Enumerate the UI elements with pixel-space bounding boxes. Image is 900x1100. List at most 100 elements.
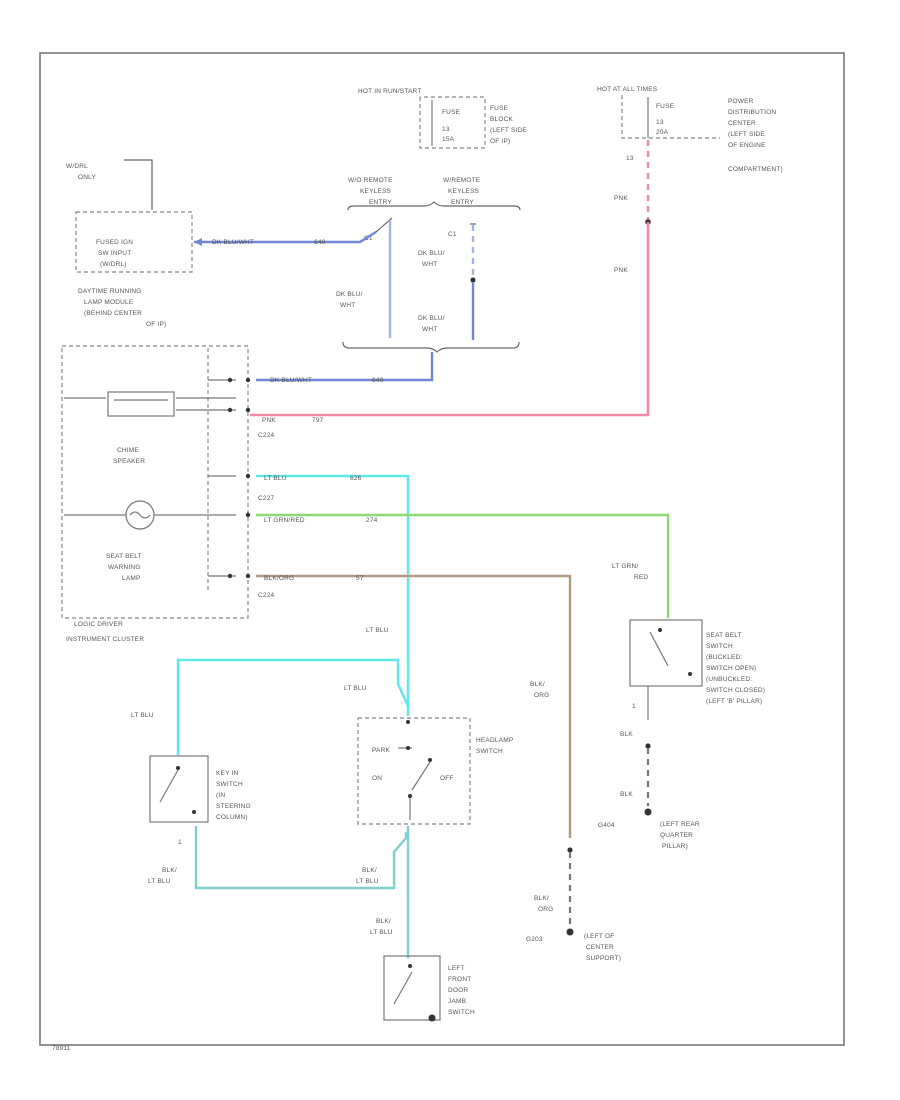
diagram-label: C227 [258, 495, 275, 502]
diagram-label: SUPPORT) [586, 955, 621, 962]
pink-wire: PNK PNK [250, 140, 651, 417]
seat-belt-switch: SEAT BELT SWITCH (BUCKLED: SWITCH OPEN) … [598, 619, 765, 850]
remote-keyless-options: W/O REMOTE KEYLESS ENTRY W/REMOTE KEYLES… [336, 177, 521, 353]
lt-blu-626-wire: LT BLU 626 C227 LT BLU LT BLU LT BLU [131, 474, 410, 755]
diagram-label: LT BLU [344, 685, 367, 692]
diagram-label: 15A [442, 136, 455, 143]
diagram-label: LEFT [448, 965, 465, 972]
diagram-label: W/REMOTE [443, 177, 481, 184]
diagram-label: QUARTER [660, 832, 693, 839]
diagram-label: OF IP) [490, 138, 510, 145]
diagram-label: BLOCK [490, 116, 514, 123]
diagram-label: 13 [656, 119, 664, 126]
diagram-label: ON [372, 775, 382, 782]
lt-grn-red-274-wire: LT GRN/RED 274 LT GRN/ RED [256, 513, 670, 618]
diagram-label: LT BLU [356, 878, 379, 885]
diagram-label: LT BLU [131, 712, 154, 719]
diagram-label: BLK [620, 791, 633, 798]
diagram-label: PILLAR) [662, 843, 688, 850]
diagram-label: LAMP MODULE [84, 299, 134, 306]
diagram-label: WHT [340, 302, 355, 309]
diagram-label: LT GRN/ [612, 563, 638, 570]
blk-org-57-wire: BLK/ORG 57 C224 BLK/ ORG BLK/ ORG G203 (… [256, 574, 621, 962]
diagram-label: INSTRUMENT CLUSTER [66, 636, 144, 643]
diagram-label: ORG [534, 692, 549, 699]
headlamp-switch: HEADLAMP SWITCH PARK ON OFF [357, 717, 513, 825]
diagram-label: (W/DRL) [100, 261, 127, 268]
blk-lt-blu-wire: BLK/ LT BLU BLK/ LT BLU BLK/ LT BLU [148, 826, 410, 958]
diagram-label: BLK/ [162, 867, 177, 874]
diagram-frame [39, 52, 845, 1046]
diagram-label: BLK/ [530, 681, 545, 688]
diagram-label: SPEAKER [113, 458, 145, 465]
instrument-cluster: CHIME SPEAKER SEAT BELT WARNING LAMP LOG… [61, 345, 251, 643]
diagram-label: KEYLESS [448, 188, 479, 195]
power-distribution-center: HOT AT ALL TIMES FUSE 13 20A POWER DISTR… [597, 86, 783, 173]
diagram-label: SWITCH OPEN) [706, 665, 756, 672]
diagram-label: PNK [614, 267, 628, 274]
diagram-label: HOT AT ALL TIMES [597, 86, 658, 93]
diagram-label: SEAT BELT [106, 553, 142, 560]
diagram-label: CENTER [586, 944, 614, 951]
dkblu-wht-module-wire: DK BLU/WHT 640 [256, 352, 434, 384]
diagram-label: PNK [614, 195, 628, 202]
diagram-label: (LEFT OF [584, 933, 614, 940]
diagram-label: DK BLU/ [336, 291, 363, 298]
diagram-label: BLK [620, 731, 633, 738]
diagram-label: POWER [728, 98, 754, 105]
diagram-label: (IN [216, 792, 225, 799]
dkblu-wht-right-branch [470, 223, 476, 340]
diagram-label: (LEFT 'B' PILLAR) [706, 698, 762, 705]
diagram-label: SWITCH CLOSED) [706, 687, 765, 694]
dkblu-wht-top-wire: DK BLU/WHT 640 [194, 217, 393, 338]
diagram-label: SWITCH [476, 748, 503, 755]
diagram-label: LAMP [122, 575, 141, 582]
diagram-label: 626 [350, 475, 362, 482]
diagram-label: KEY IN [216, 770, 239, 777]
diagram-label: DAYTIME RUNNING [78, 288, 142, 295]
diagram-label: HEADLAMP [476, 737, 513, 744]
diagram-label: DISTRIBUTION [728, 109, 776, 116]
diagram-label: SEAT BELT [706, 632, 742, 639]
diagram-label: (UNBUCKLED: [706, 676, 752, 683]
diagram-label: CENTER [728, 120, 756, 127]
diagram-label: 274 [366, 517, 378, 524]
diagram-label: LT BLU [366, 627, 389, 634]
diagram-label: ONLY [78, 174, 96, 181]
diagram-label: LOGIC DRIVER [74, 621, 123, 628]
diagram-label: (BUCKLED: [706, 654, 742, 661]
diagram-label: 640 [314, 239, 326, 246]
diagram-label: PNK [262, 417, 276, 424]
drl-module-label: DAYTIME RUNNING LAMP MODULE (BEHIND CENT… [78, 288, 166, 328]
diagram-label: 1 [632, 703, 636, 710]
diagram-label: DOOR [448, 987, 468, 994]
diagram-label: DK BLU/WHT [270, 377, 312, 384]
diagram-label: G203 [526, 936, 543, 943]
diagram-label: DK BLU/ [418, 315, 445, 322]
diagram-label: COMPARTMENT) [728, 166, 783, 173]
diagram-label: 13 [442, 126, 450, 133]
diagram-label: RED [634, 574, 648, 581]
diagram-label: C224 [258, 432, 275, 439]
diagram-label: OF ENGINE [728, 142, 766, 149]
diagram-label: LT BLU [264, 475, 287, 482]
diagram-label: 57 [356, 575, 364, 582]
diagram-label: (LEFT REAR [660, 821, 700, 828]
diagram-label: (LEFT SIDE [490, 127, 527, 134]
diagram-label: WARNING [108, 564, 141, 571]
fused-ign-input: W/DRL ONLY FUSED IGN SW INPUT (W/DRL) [66, 159, 193, 273]
diagram-label: FUSE [442, 109, 461, 116]
diagram-label: HOT IN RUN/START [358, 88, 422, 95]
diagram-label: LT BLU [148, 878, 171, 885]
diagram-label: 1 [178, 839, 182, 846]
diagram-label: OFF [440, 775, 454, 782]
diagram-label: SW INPUT [98, 250, 131, 257]
diagram-label: SWITCH [448, 1009, 475, 1016]
diagram-label: PARK [372, 747, 390, 754]
diagram-label: BLK/ORG [264, 575, 294, 582]
diagram-label: C1 [364, 235, 373, 242]
diagram-label: W/O REMOTE [348, 177, 393, 184]
diagram-label: FUSED IGN [96, 239, 133, 246]
diagram-label: (BEHIND CENTER [84, 310, 142, 317]
diagram-label: DK BLU/ [418, 250, 445, 257]
